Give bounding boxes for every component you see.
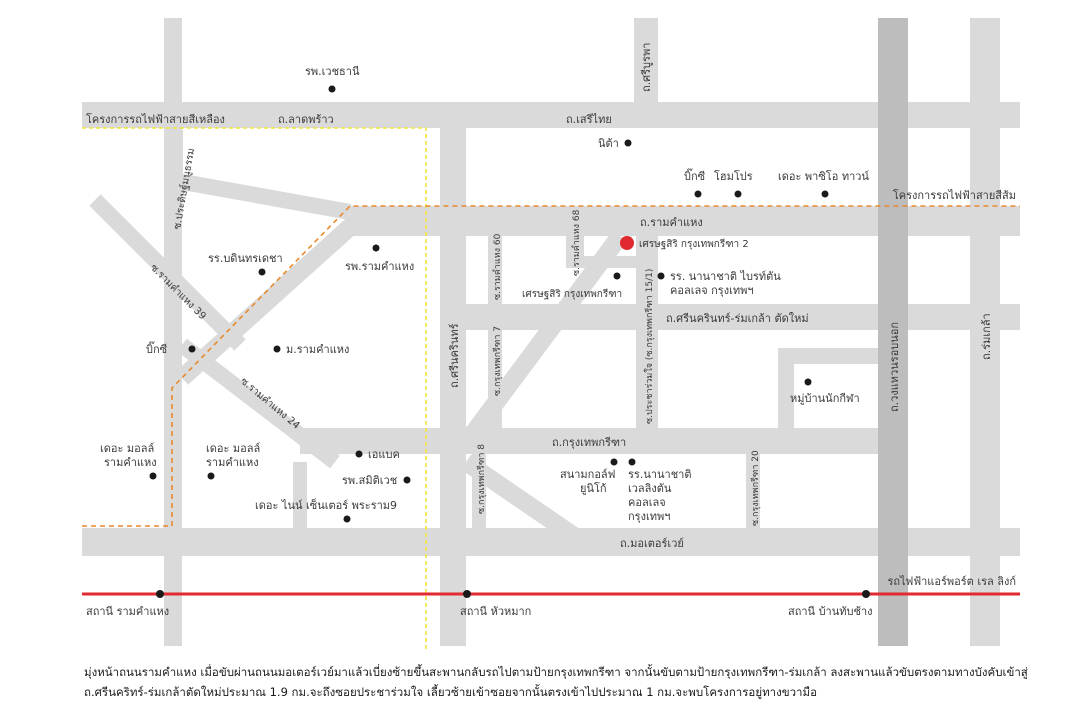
road-soi-prachara: [636, 236, 658, 428]
station-label-ban-thap-chang: สถานี บ้านทับช้าง: [788, 605, 873, 618]
station-dot-ramkhamhaeng: [156, 590, 164, 598]
project-marker: [620, 236, 634, 250]
road-label-krungthep-kreetha: ถ.กรุงเทพกรีฑา: [552, 436, 626, 449]
road-label-seri-thai: ถ.เสรีไทย: [566, 113, 612, 126]
poi-dot-mall-1: [149, 472, 157, 480]
orange-line-label: โครงการรถไฟฟ้าสายสีส้ม: [893, 188, 1016, 202]
station-label-ramkhamhaeng: สถานี รามคำแหง: [86, 605, 169, 618]
poi-dot-golf: [610, 458, 618, 466]
directions-caption: มุ่งหน้าถนนรามคำแหง เมื่อขับผ่านถนนมอเตอ…: [84, 662, 1044, 702]
poi-label-nakkeela: หมู่บ้านนักกีฬา: [790, 392, 860, 405]
poi-label-wellington-2: เวลลิงตัน: [628, 482, 672, 495]
road-soi-ram-39: [89, 194, 246, 351]
poi-label-wellington-1: รร.นานาชาติ: [628, 468, 692, 481]
poi-dot-bigc-left: [188, 345, 196, 353]
road-label-soi-kt-20: ซ.กรุงเทพกรีฑา 20: [750, 450, 761, 526]
station-label-hua-mak: สถานี หัวหมาก: [460, 605, 531, 618]
poi-dot-bodindecha: [258, 268, 266, 276]
yellow-line-label: โครงการรถไฟฟ้าสายสีเหลือง: [86, 112, 225, 126]
poi-label-nitta: นิต้า: [598, 137, 619, 150]
road-soi-kt-20: [746, 444, 760, 530]
road-label-ring-road: ถ.วงแหวนรอบนอก: [888, 322, 901, 412]
road-romklao: [970, 18, 1000, 646]
location-map: โครงการรถไฟฟ้าสายสีเหลือง โครงการรถไฟฟ้า…: [82, 18, 1020, 650]
road-label-soi-ram-68: ซ.รามคำแหง 68: [571, 209, 582, 276]
poi-label-wellington-4: กรุงเทพฯ: [628, 510, 670, 523]
poi-dot-sethasiri-1: [613, 272, 621, 280]
poi-label-samitivej: รพ.สมิติเวช: [342, 474, 397, 487]
poi-label-mall-2b: รามคำแหง: [206, 456, 259, 469]
airport-link-label: รถไฟฟ้าแอร์พอร์ต เรล ลิงก์: [887, 575, 1016, 588]
road-label-soi-ram-60: ซ.รามคำแหง 60: [492, 233, 503, 300]
poi-label-bodindecha: รร.บดินทรเดชา: [208, 252, 283, 265]
poi-dot-ram-hospital: [372, 244, 380, 252]
poi-label-mall-1b: รามคำแหง: [104, 456, 157, 469]
road-label-soi-prachara: ซ.ประชาร่วมใจ (ซ.กรุงเทพกรีฑา 15/1): [644, 269, 655, 424]
station-dot-ban-thap-chang: [862, 590, 870, 598]
road-ring-road: [878, 18, 908, 646]
poi-label-project: เศรษฐสิริ กรุงเทพกรีฑา 2: [639, 238, 749, 250]
road-label-si-burapha: ถ.ศรีบูรพา: [640, 43, 653, 92]
road-si-burapha: [634, 18, 658, 106]
road-soi-pradit: [170, 172, 352, 220]
road-label-soi-kt-7: ซ.กรุงเทพกรีฑา 7: [492, 326, 503, 396]
road-srinakarin: [440, 102, 466, 646]
poi-label-nine: เดอะ ไนน์ เซ็นเตอร์ พระราม9: [255, 498, 397, 512]
poi-label-bright-1: รร. นานาชาติ ไบรท์ตัน: [670, 270, 781, 283]
directions-line-1: มุ่งหน้าถนนรามคำแหง เมื่อขับผ่านถนนมอเตอ…: [84, 665, 1028, 679]
road-diagonal-ram-east: [460, 230, 628, 446]
road-motorway: [82, 528, 1020, 556]
poi-label-golf-2: ยูนิโก้: [580, 481, 607, 495]
orange-line: [82, 205, 1020, 527]
poi-label-bright-2: คอลเลจ กรุงเทพฯ: [670, 284, 754, 297]
poi-dot-mall-2: [207, 472, 215, 480]
road-network: [82, 18, 1020, 646]
poi-label-mall-1a: เดอะ มอลล์: [100, 442, 154, 455]
poi-dot-bigc-top: [694, 190, 702, 198]
poi-label-vejthani: รพ.เวชธานี: [305, 65, 360, 78]
road-label-soi-kt-8: ซ.กรุงเทพกรีฑา 8: [476, 444, 487, 514]
poi-dot-nine: [343, 515, 351, 523]
poi-label-ram-hospital: รพ.รามคำแหง: [345, 260, 414, 273]
road-label-romklao: ถ.ร่มเกล้า: [980, 313, 993, 360]
poi-label-homepro: โฮมโปร: [714, 169, 753, 183]
poi-dot-abac: [355, 450, 363, 458]
road-diagonal-srinakarin-south: [460, 454, 586, 548]
poi-label-golf-1: สนามกอล์ฟ: [560, 468, 615, 481]
poi-dot-ram-university: [273, 345, 281, 353]
road-label-lat-phrao: ถ.ลาดพร้าว: [278, 113, 334, 126]
yellow-line: [82, 127, 427, 650]
poi-dot-paseo: [821, 190, 829, 198]
road-nakkeela-2: [778, 348, 794, 432]
road-label-srinakarin-romklao: ถ.ศรีนครินทร์-ร่มเกล้า ตัดใหม่: [666, 312, 809, 325]
road-label-motorway: ถ.มอเตอร์เวย์: [620, 537, 684, 550]
poi-label-bigc-left: บิ๊กซี: [146, 341, 168, 356]
poi-dot-wellington: [628, 458, 636, 466]
road-diagonal-ram-to-motorway: [175, 211, 367, 385]
road-soi-ram-68: [566, 210, 584, 266]
poi-markers: [149, 85, 829, 523]
poi-dot-vejthani: [328, 85, 336, 93]
poi-label-wellington-3: คอลเลจ: [628, 496, 666, 509]
poi-label-paseo: เดอะ พาซิโอ ทาวน์: [778, 169, 869, 183]
poi-label-sethasiri-1: เศรษฐสิริ กรุงเทพกรีฑา: [522, 288, 622, 300]
poi-label-mall-2a: เดอะ มอลล์: [206, 442, 260, 455]
station-dot-hua-mak: [463, 590, 471, 598]
poi-label-bigc-top: บิ๊กซี: [684, 168, 706, 183]
poi-dot-nakkeela: [804, 378, 812, 386]
road-nakkeela-1: [778, 348, 890, 364]
road-label-srinakarin: ถ.ศรีนครินทร์: [448, 323, 461, 388]
poi-label-abac: เอแบค: [368, 448, 400, 461]
road-lat-phrao: [82, 102, 1020, 128]
directions-line-2: ถ.ศรีนคริทร์-ร่มเกล้าตัดใหม่ประมาณ 1.9 ก…: [84, 685, 817, 699]
poi-dot-bright: [657, 272, 665, 280]
poi-dot-nitta: [624, 139, 632, 147]
poi-label-ram-university: ม.รามคำแหง: [286, 343, 349, 356]
poi-dot-samitivej: [403, 476, 411, 484]
road-label-ramkhamhaeng: ถ.รามคำแหง: [640, 216, 703, 229]
poi-dot-homepro: [734, 190, 742, 198]
